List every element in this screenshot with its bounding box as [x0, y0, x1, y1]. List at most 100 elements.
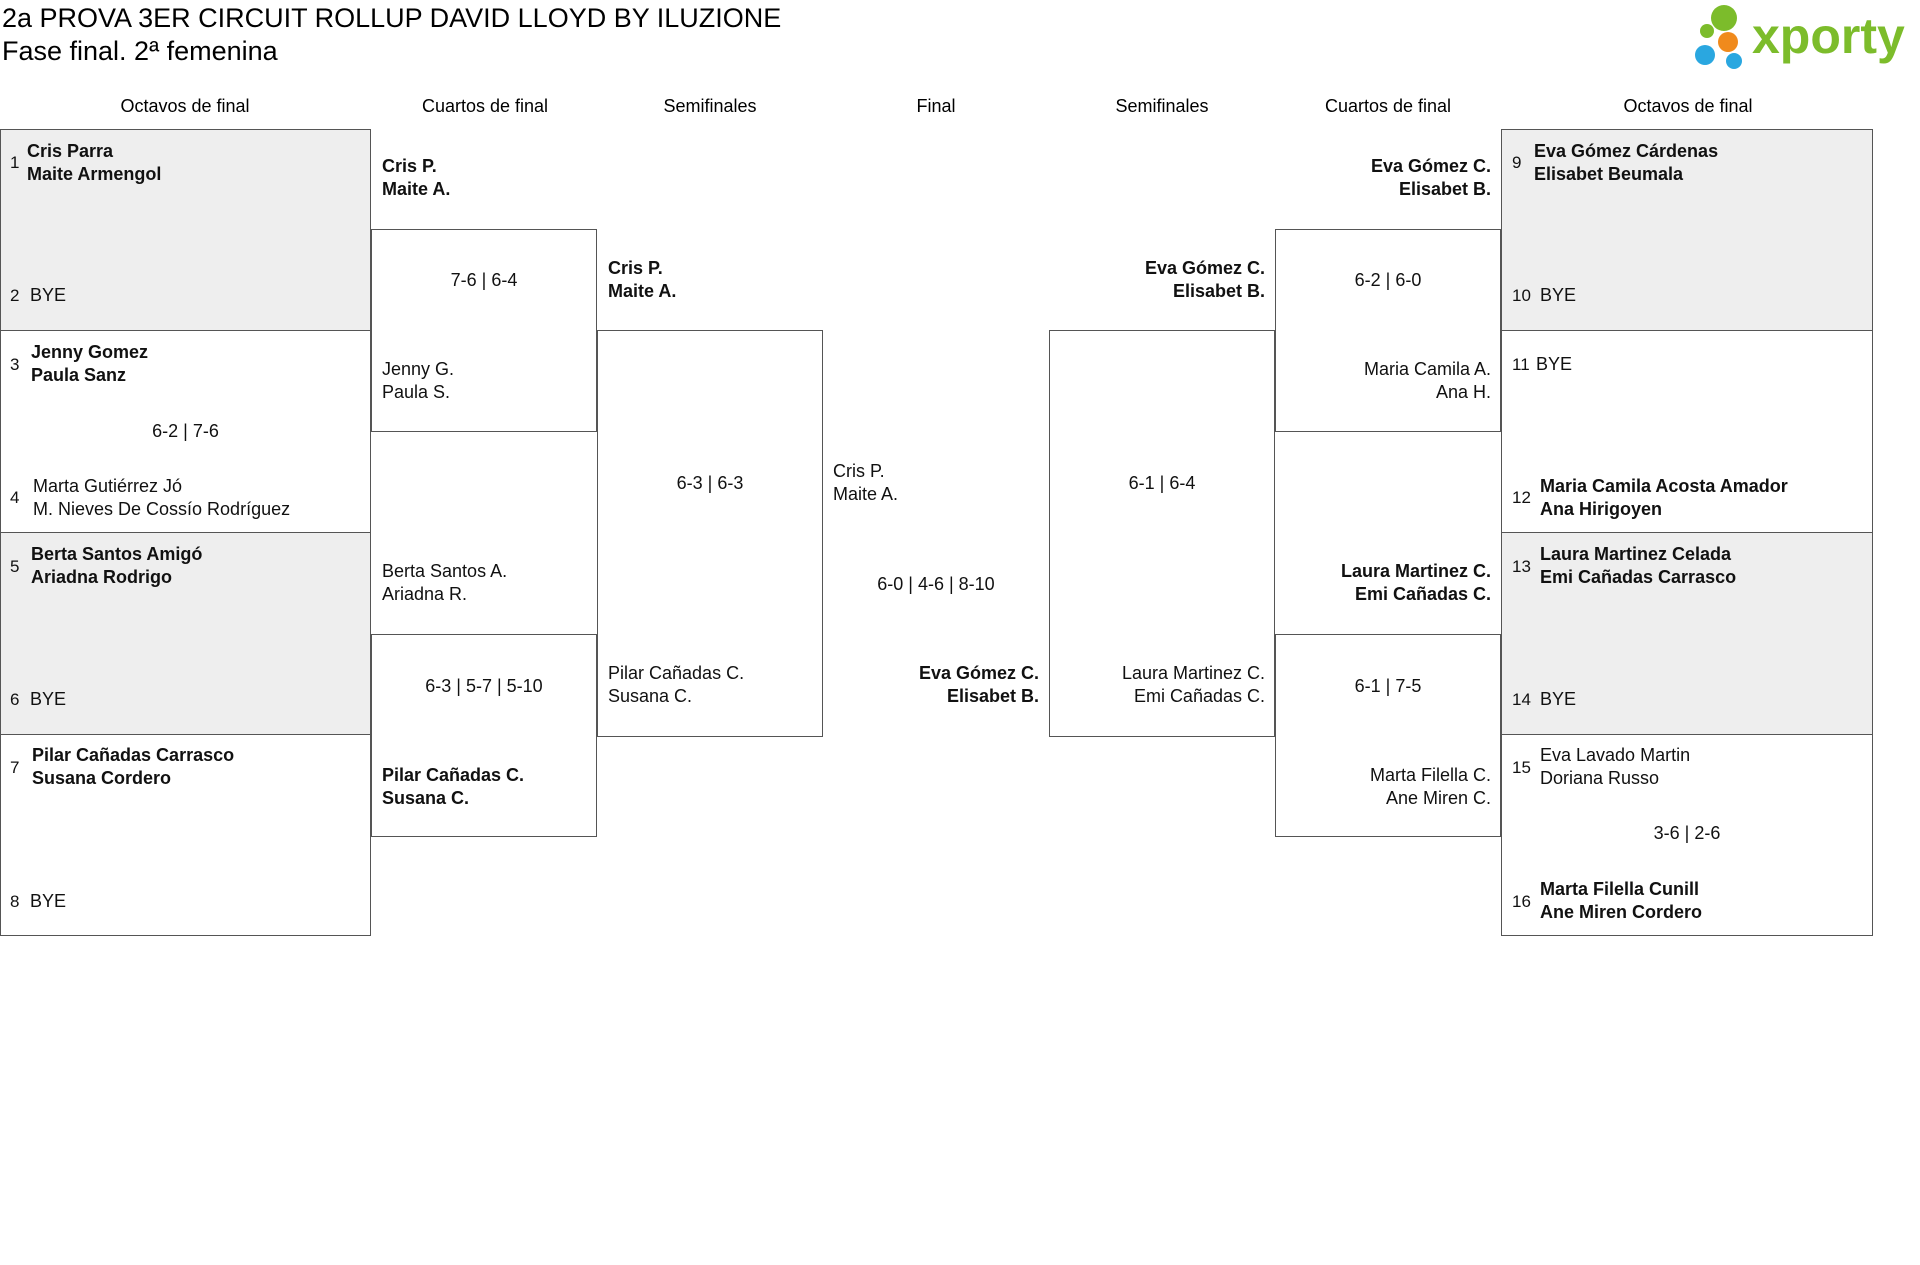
- match-score: 6-1 | 6-4: [1128, 473, 1196, 493]
- logo-dot-blue-small: [1726, 53, 1742, 69]
- match-score: 6-0 | 4-6 | 8-10: [877, 574, 995, 594]
- col-left-sf: Semifinales: [663, 96, 757, 116]
- match-box-r16-right-4: [1501, 734, 1873, 936]
- bye-label: BYE: [1540, 285, 1577, 305]
- col-right-qf: Cuartos de final: [1324, 96, 1452, 116]
- match-box-qf-left-1: [371, 229, 597, 432]
- player-name: Laura Martinez C.: [1121, 663, 1265, 683]
- seed-number: 5: [10, 557, 20, 576]
- player-name: Cris P.: [382, 156, 437, 176]
- player-name: Emi Cañadas C.: [1354, 584, 1491, 604]
- player-name: Ane Miren Cordero: [1540, 902, 1703, 922]
- player-name: Berta Santos A.: [382, 561, 508, 581]
- player-name: Maite Armengol: [27, 164, 162, 184]
- player-name: Emi Cañadas Carrasco: [1540, 567, 1737, 587]
- match-box-sf-left: [597, 330, 823, 737]
- player-name: Maria Camila Acosta Amador: [1540, 476, 1788, 496]
- logo-dot-orange: [1718, 32, 1738, 52]
- seed-number: 1: [10, 153, 20, 172]
- player-name: Ane Miren C.: [1385, 788, 1491, 808]
- match-box-r16-left-3: [0, 532, 371, 735]
- match-box-r16-left-1: [0, 129, 371, 331]
- seed-number: 3: [10, 355, 20, 374]
- player-name: Pilar Cañadas C.: [382, 765, 525, 785]
- player-name: Elisabet Beumala: [1534, 164, 1684, 184]
- seed-number: 9: [1512, 153, 1522, 172]
- player-name: Pilar Cañadas C.: [608, 663, 745, 683]
- player-name: Paula S.: [382, 382, 451, 402]
- seed-number: 11: [1512, 355, 1530, 374]
- col-left-r16: Octavos de final: [120, 96, 250, 116]
- player-name: Cris P.: [833, 461, 885, 481]
- player-name: Susana C.: [608, 686, 693, 706]
- seed-number: 8: [10, 892, 20, 911]
- logo-dot-green-small: [1700, 24, 1714, 38]
- seed-number: 6: [10, 690, 20, 709]
- player-name: Pilar Cañadas Carrasco: [32, 745, 235, 765]
- player-name: Jenny G.: [382, 359, 455, 379]
- player-name: Ariadna Rodrigo: [31, 567, 173, 587]
- player-name: Maria Camila A.: [1363, 359, 1491, 379]
- match-score: 6-3 | 6-3: [676, 473, 744, 493]
- seed-number: 13: [1512, 557, 1531, 576]
- seed-number: 12: [1512, 488, 1531, 507]
- match-box-qf-left-2: [371, 634, 597, 837]
- match-box-sf-right: [1049, 330, 1275, 737]
- player-name: Eva Lavado Martin: [1540, 745, 1691, 765]
- player-name: Susana Cordero: [32, 768, 172, 788]
- seed-number: 16: [1512, 892, 1531, 911]
- player-name: Doriana Russo: [1540, 768, 1660, 788]
- player-name: Marta Gutiérrez Jó: [33, 476, 183, 496]
- match-box-qf-right-2: [1275, 634, 1501, 837]
- match-box-r16-left-4: [0, 734, 371, 936]
- player-name: Berta Santos Amigó: [31, 544, 203, 564]
- logo-dot-green: [1711, 5, 1737, 31]
- logo-text: xporty: [1752, 8, 1905, 64]
- player-name: Elisabet B.: [1398, 179, 1491, 199]
- col-left-qf: Cuartos de final: [421, 96, 549, 116]
- player-name: Eva Gómez C.: [918, 663, 1039, 683]
- player-name: Laura Martinez C.: [1340, 561, 1491, 581]
- col-right-r16: Octavos de final: [1623, 96, 1753, 116]
- player-name: Elisabet B.: [946, 686, 1039, 706]
- col-right-sf: Semifinales: [1115, 96, 1209, 116]
- match-score: 6-3 | 5-7 | 5-10: [425, 676, 543, 696]
- player-name: Maite A.: [608, 281, 677, 301]
- seed-number: 7: [10, 758, 20, 777]
- match-score: 7-6 | 6-4: [450, 270, 518, 290]
- player-name: Eva Gómez C.: [1144, 258, 1265, 278]
- match-box-qf-right-1: [1275, 229, 1501, 432]
- player-name: Ariadna R.: [382, 584, 468, 604]
- col-final: Final: [916, 96, 956, 116]
- player-name: Ana H.: [1435, 382, 1491, 402]
- player-name: Cris Parra: [27, 141, 114, 161]
- bye-label: BYE: [1540, 689, 1577, 709]
- player-name: Eva Gómez Cárdenas: [1534, 141, 1719, 161]
- seed-number: 4: [10, 488, 20, 507]
- match-score: 3-6 | 2-6: [1653, 823, 1721, 843]
- player-name: Emi Cañadas C.: [1133, 686, 1265, 706]
- page-subtitle: Fase final. 2ª femenina: [2, 36, 278, 66]
- xporty-logo[interactable]: xporty: [1690, 0, 1920, 72]
- logo-dot-blue: [1695, 45, 1715, 65]
- match-score: 6-1 | 7-5: [1354, 676, 1422, 696]
- bye-label: BYE: [30, 891, 67, 911]
- player-name: Paula Sanz: [31, 365, 127, 385]
- player-name: Cris P.: [608, 258, 663, 278]
- player-name: Elisabet B.: [1172, 281, 1265, 301]
- match-box-r16-right-1: [1501, 129, 1873, 331]
- player-name: Maite A.: [833, 484, 899, 504]
- player-name: Maite A.: [382, 179, 451, 199]
- player-name: Eva Gómez C.: [1370, 156, 1491, 176]
- seed-number: 15: [1512, 758, 1531, 777]
- match-score: 6-2 | 6-0: [1354, 270, 1422, 290]
- bye-label: BYE: [30, 689, 67, 709]
- player-name: M. Nieves De Cossío Rodríguez: [33, 499, 291, 519]
- seed-number: 10: [1512, 286, 1531, 305]
- match-box-r16-right-3: [1501, 532, 1873, 735]
- seed-number: 2: [10, 286, 20, 305]
- player-name: Laura Martinez Celada: [1540, 544, 1732, 564]
- player-name: Marta Filella C.: [1369, 765, 1491, 785]
- player-name: Jenny Gomez: [31, 342, 149, 362]
- player-name: Marta Filella Cunill: [1540, 879, 1700, 899]
